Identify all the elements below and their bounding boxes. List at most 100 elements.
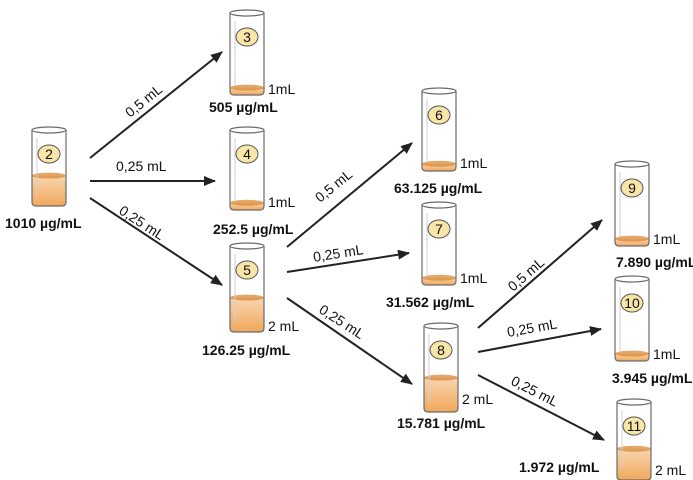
tube-5: 5 2 mL 126.25 µg/mL (202, 242, 299, 358)
tube-body (614, 279, 650, 362)
tube-concentration-label: 7.890 µg/mL (616, 254, 693, 270)
tube-volume-label: 1mL (460, 155, 487, 171)
tube-body (229, 13, 265, 96)
tube-concentration-label: 63.125 µg/mL (394, 180, 483, 196)
tube-number-badge (235, 260, 259, 280)
tube-liquid-surface (617, 445, 651, 452)
tube-body (616, 402, 652, 480)
tube-rim (31, 126, 67, 134)
tubes: 2 1010 µg/mL 3 1mL 505 µg/mL 4 1mL 252.5 µg/mL 5… (5, 9, 693, 480)
tube-body (31, 130, 67, 207)
tube-liquid-surface (422, 160, 456, 167)
tube-3: 3 1mL 505 µg/mL (209, 9, 295, 115)
tube-rim (421, 201, 457, 209)
tube-body (614, 164, 650, 247)
tube-body (421, 205, 457, 286)
tube-number: 10 (624, 295, 640, 311)
tube-volume-label: 1mL (653, 231, 680, 247)
tube-number-badge (429, 340, 453, 360)
tube-6: 6 1mL 63.125 µg/mL (394, 87, 487, 196)
tube-8: 8 2 mL 15.781 µg/mL (397, 322, 493, 431)
tube-number-badge (235, 144, 259, 164)
transfer-label-2-4: 0,25 mL (116, 158, 167, 174)
tube-body (229, 246, 265, 333)
tube-body (421, 91, 457, 172)
tube-number-badge (37, 144, 61, 164)
tube-liquid-surface (424, 374, 458, 381)
tube-concentration-label: 505 µg/mL (209, 99, 278, 115)
tube-rim (614, 275, 650, 283)
tube-9: 9 1mL 7.890 µg/mL (614, 160, 693, 270)
transfer-arrow-5-8 (286, 297, 413, 385)
tube-volume-label: 1mL (460, 270, 487, 286)
tube-number: 2 (45, 146, 53, 162)
tube-concentration-label: 3.945 µg/mL (612, 370, 693, 386)
tube-number-badge (620, 178, 644, 198)
transfer-arrow-8-9 (477, 219, 603, 329)
tube-concentration-label: 31.562 µg/mL (386, 294, 475, 310)
transfer-volume-labels: 0,5 mL 0,25 mL 0,25 mL 0,5 mL 0,25 mL 0,… (116, 81, 561, 410)
tube-7: 7 1mL 31.562 µg/mL (386, 201, 487, 310)
tube-number: 5 (243, 262, 251, 278)
transfer-arrow-8-11 (477, 374, 605, 441)
tube-number: 11 (627, 418, 642, 434)
tube-concentration-label: 1.972 µg/mL (519, 459, 600, 475)
tube-rim (229, 242, 265, 250)
tube-number: 8 (437, 342, 445, 358)
tube-body (229, 130, 265, 211)
tube-rim (229, 9, 265, 17)
transfer-label-8-10: 0,25 mL (506, 315, 559, 340)
tube-volume-label: 2 mL (268, 318, 299, 334)
tube-number: 7 (435, 221, 443, 237)
tube-2: 2 1010 µg/mL (5, 126, 82, 231)
tube-concentration-label: 126.25 µg/mL (202, 342, 291, 358)
tube-rim (421, 87, 457, 95)
tube-10: 10 1mL 3.945 µg/mL (612, 275, 693, 386)
transfer-arrow-5-6 (286, 142, 413, 248)
tube-4: 4 1mL 252.5 µg/mL (213, 126, 295, 237)
tube-liquid-surface (230, 84, 264, 91)
tube-liquid-surface (230, 199, 264, 206)
tube-liquid (32, 175, 66, 206)
tube-rim (423, 322, 459, 330)
tube-liquid (424, 377, 458, 412)
tube-number: 9 (628, 180, 636, 196)
tube-liquid-surface (615, 235, 649, 242)
tube-number-badge (235, 27, 259, 47)
tube-concentration-label: 252.5 µg/mL (213, 221, 294, 237)
tube-number-badge (427, 105, 451, 125)
tube-concentration-label: 1010 µg/mL (5, 215, 82, 231)
tube-volume-label: 2 mL (462, 391, 493, 407)
tube-volume-label: 2 mL (655, 462, 686, 478)
tube-volume-label: 1mL (268, 194, 295, 210)
transfer-arrows (89, 51, 605, 441)
tube-number-badge (622, 416, 646, 436)
tube-rim (616, 398, 652, 406)
tube-number-badge (427, 219, 451, 239)
tube-concentration-label: 15.781 µg/mL (397, 415, 486, 431)
tube-volume-label: 1mL (653, 346, 680, 362)
tube-rim (229, 126, 265, 134)
transfer-arrow-2-3 (89, 51, 223, 159)
tube-liquid (617, 448, 651, 480)
tube-number: 3 (243, 29, 251, 45)
tube-number: 4 (243, 146, 251, 162)
tube-body (423, 326, 459, 413)
transfer-arrow-8-10 (477, 326, 602, 353)
tube-volume-label: 1mL (268, 81, 295, 97)
transfer-arrow-5-7 (286, 249, 410, 273)
transfer-label-2-5: 0,25 mL (116, 202, 167, 243)
transfer-arrow-2-5 (89, 197, 223, 286)
transfer-label-5-7: 0,25 mL (312, 241, 365, 265)
tube-liquid-surface (615, 350, 649, 357)
tube-liquid-surface (32, 172, 66, 179)
tube-number: 6 (435, 107, 443, 123)
tube-liquid-surface (422, 274, 456, 281)
tube-rim (614, 160, 650, 168)
tube-liquid (230, 297, 264, 332)
tube-11: 11 2 mL 1.972 µg/mL (519, 398, 686, 480)
tube-number-badge (620, 293, 644, 313)
transfer-label-5-6: 0,5 mL (312, 166, 355, 206)
